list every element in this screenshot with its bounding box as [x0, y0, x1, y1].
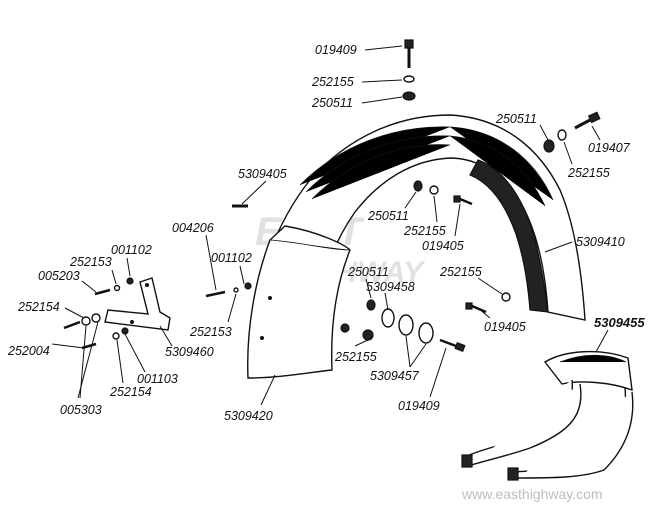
- label-5309455: 5309455: [594, 315, 645, 330]
- label-5309457: 5309457: [370, 369, 420, 383]
- hardware-parts: [63, 39, 601, 352]
- label-019409-top: 019409: [315, 43, 357, 57]
- bracket-part: [104, 277, 171, 331]
- label-005203: 005203: [38, 269, 80, 283]
- label-250511-left: 250511: [347, 265, 389, 279]
- label-252155-low: 252155: [439, 265, 482, 279]
- label-252153-b: 252153: [189, 325, 232, 339]
- label-019407: 019407: [588, 141, 631, 155]
- label-5309458: 5309458: [366, 280, 415, 294]
- label-019405-mid: 019405: [422, 239, 464, 253]
- rear-fender-part: [247, 114, 586, 371]
- front-fender-segment-part: [247, 225, 351, 379]
- label-250511-mid: 250511: [367, 209, 409, 223]
- rear-stand-part: [461, 350, 634, 481]
- label-252155-top: 252155: [311, 75, 354, 89]
- label-252154-b: 252154: [109, 385, 152, 399]
- label-252155-mid: 252155: [403, 224, 446, 238]
- label-252154-a: 252154: [17, 300, 60, 314]
- label-019405-bottom: 019405: [484, 320, 526, 334]
- label-250511-top: 250511: [311, 96, 353, 110]
- label-5309410: 5309410: [576, 235, 625, 249]
- leader-lines: [51, 45, 609, 406]
- label-252153-a: 252153: [69, 255, 112, 269]
- label-252004: 252004: [7, 344, 50, 358]
- label-004206: 004206: [172, 221, 214, 235]
- watermark-url: www.easthighway.com: [461, 486, 603, 502]
- label-001103: 001103: [137, 372, 178, 386]
- label-252155-right: 252155: [567, 166, 610, 180]
- label-001102-b: 001102: [111, 243, 152, 257]
- label-5309460: 5309460: [165, 345, 214, 359]
- label-5309420: 5309420: [224, 409, 273, 423]
- part-labels: 019409 252155 250511 250511 019407 25215…: [7, 43, 645, 423]
- label-250511-right: 250511: [495, 112, 537, 126]
- label-252155-bottom: 252155: [334, 350, 377, 364]
- label-001102-a: 001102: [211, 251, 252, 265]
- label-5309405: 5309405: [238, 167, 287, 181]
- label-019409-bottom: 019409: [398, 399, 440, 413]
- label-005303: 005303: [60, 403, 102, 417]
